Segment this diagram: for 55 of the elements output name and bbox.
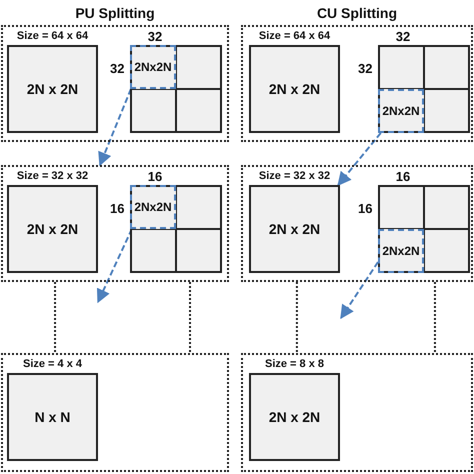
size-label: Size = 64 x 64 (258, 29, 332, 44)
size-label: Size = 8 x 8 (264, 357, 325, 372)
dotted-panel (241, 353, 473, 472)
sub-block (378, 185, 424, 229)
dotted-connector (434, 282, 436, 353)
sub-block (130, 89, 176, 133)
partition-label: 2N x 2N (268, 408, 320, 426)
sub-block (176, 229, 222, 273)
dotted-panel (241, 165, 473, 282)
partition-label: 2Nx2N (134, 199, 172, 216)
dotted-panel (1, 353, 229, 472)
partition-label: N x N (34, 408, 70, 426)
dotted-connector (296, 282, 298, 353)
partition-label: 2N x 2N (268, 80, 320, 98)
partition-label: 2Nx2N (134, 59, 172, 76)
height-label: 32 (110, 60, 124, 78)
size-label: Size = 32 x 32 (16, 169, 90, 184)
dotted-panel (1, 25, 229, 142)
sub-block (424, 229, 470, 273)
sub-block (378, 45, 424, 89)
column-title: CU Splitting (316, 4, 398, 23)
partition-label: 2Nx2N (382, 243, 420, 260)
width-label: 32 (146, 28, 164, 46)
partition-label: 2Nx2N (382, 103, 420, 120)
size-label: Size = 64 x 64 (16, 29, 90, 44)
sub-block (176, 45, 222, 89)
sub-block (424, 45, 470, 89)
dashed-arrow (340, 261, 379, 320)
dotted-connector (54, 282, 56, 353)
sub-block (130, 229, 176, 273)
height-label: 16 (110, 200, 124, 218)
dotted-connector (189, 282, 191, 353)
height-label: 16 (358, 200, 372, 218)
column-title: PU Splitting (74, 4, 156, 23)
size-label: Size = 32 x 32 (258, 169, 332, 184)
size-label: Size = 4 x 4 (22, 357, 83, 372)
highlighted-block (130, 185, 176, 229)
partition-label: 2N x 2N (26, 220, 78, 238)
sub-block (176, 185, 222, 229)
partition-label: 2N x 2N (26, 80, 78, 98)
highlighted-block (378, 229, 424, 273)
dotted-panel (241, 25, 473, 142)
sub-block (424, 89, 470, 133)
highlighted-block (378, 89, 424, 133)
dashed-arrow (98, 88, 132, 166)
width-label: 32 (394, 28, 412, 46)
height-label: 32 (358, 60, 372, 78)
highlighted-block (130, 45, 176, 89)
sub-block (176, 89, 222, 133)
width-label: 16 (146, 168, 164, 186)
dotted-panel (1, 165, 229, 282)
partition-label: 2N x 2N (268, 220, 320, 238)
sub-block (424, 185, 470, 229)
dashed-arrow (337, 132, 382, 186)
width-label: 16 (394, 168, 412, 186)
